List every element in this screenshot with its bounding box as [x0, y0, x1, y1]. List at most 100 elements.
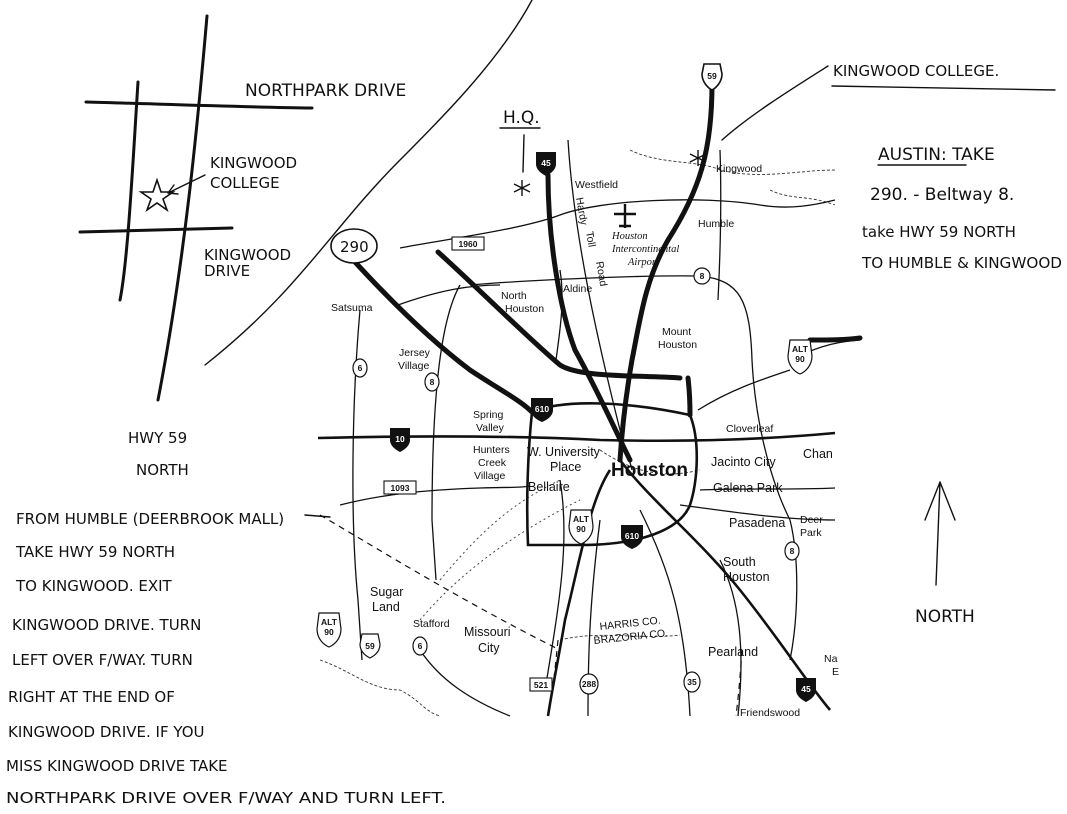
austin-directions: AUSTIN: TAKE 290. - Beltway 8. take HWY …: [861, 145, 1062, 272]
label-jacinto-city: Jacinto City: [711, 455, 776, 469]
svg-text:59: 59: [707, 71, 717, 81]
sh8-west-shield: 8: [424, 372, 440, 392]
label-satsuma: Satsuma: [331, 302, 373, 314]
label-jersey-village-1: Jersey: [399, 347, 431, 359]
railroad-dashed: [319, 514, 561, 651]
kingwood-sketch-map: NORTHPARK DRIVE KINGWOOD DRIVE KINGWOOD …: [78, 14, 406, 479]
east-highway-stub: [807, 335, 863, 343]
sketch-hwy59-line: [156, 14, 209, 402]
kingwood-college-annotation: KINGWOOD COLLEGE.: [721, 62, 1056, 141]
svg-text:59: 59: [365, 641, 375, 651]
austin-line-3: take HWY 59 NORTH: [862, 223, 1016, 241]
fm1960-road: [399, 199, 836, 249]
pasadena-road: [679, 504, 836, 521]
kingwood-asterisk-icon: [689, 150, 707, 166]
hq-label: H.Q.: [503, 108, 540, 128]
label-galena-park: Galena Park: [713, 481, 783, 495]
label-westfield: Westfield: [575, 179, 618, 191]
dotted-route-2: [439, 479, 561, 581]
label-airport-2: Intercontinental: [611, 244, 679, 255]
svg-text:8: 8: [790, 546, 795, 556]
i45-north-shield: 45: [536, 152, 556, 176]
humble-line-4: KINGWOOD DRIVE. TURN: [12, 616, 201, 634]
label-airport-3: Airport: [627, 257, 660, 268]
svg-text:610: 610: [625, 531, 639, 541]
humble-directions: FROM HUMBLE (DEERBROOK MALL) TAKE HWY 59…: [6, 510, 446, 807]
i610-south-shield: 610: [621, 525, 643, 549]
sh35-road: [639, 509, 691, 717]
i610-north-shield: 610: [531, 398, 553, 422]
label-deer-park-2: Park: [800, 527, 822, 539]
sketch-northpark-label: NORTHPARK DRIVE: [245, 81, 406, 101]
sketch-road-line: [118, 80, 140, 302]
label-w-university-1: W. University: [527, 445, 601, 459]
label-airport-1: Houston: [611, 231, 648, 242]
humble-line-7: KINGWOOD DRIVE. IF YOU: [8, 723, 205, 741]
label-w-university-2: Place: [550, 460, 581, 474]
us59-north-thin: [717, 149, 722, 301]
i10-shield: 10: [390, 428, 410, 452]
north-arrow: NORTH: [915, 481, 975, 627]
fm1093-shield: 1093: [383, 480, 417, 495]
northwest-highway: [435, 249, 683, 381]
austin-line-4: TO HUMBLE & KINGWOOD: [861, 254, 1062, 272]
svg-text:45: 45: [541, 158, 551, 168]
label-cloverleaf: Cloverleaf: [726, 423, 773, 435]
label-sugar-land-1: Sugar: [370, 585, 403, 599]
svg-text:288: 288: [582, 679, 596, 689]
humble-line-1: FROM HUMBLE (DEERBROOK MALL): [16, 510, 284, 528]
us290-circle-label: 290: [330, 228, 378, 264]
label-houston: Houston: [611, 460, 688, 481]
humble-line-5: LEFT OVER F/WAY. TURN: [12, 651, 193, 669]
label-mount-houston-1: Mount: [662, 326, 691, 338]
label-toll: Toll: [583, 230, 598, 248]
sketch-kingwood-drive-line: [78, 226, 234, 234]
hq-annotation: H.Q.: [499, 108, 541, 173]
svg-text:90: 90: [324, 627, 334, 637]
alt90-sw-road: [544, 479, 565, 691]
loop-link: [685, 375, 693, 418]
austin-line-1: AUSTIN: TAKE: [878, 145, 995, 165]
sh35-shield: 35: [683, 671, 701, 693]
alt90-south-shield: ALT 90: [568, 509, 594, 545]
sketch-kingwood-drive-label-1: KINGWOOD: [204, 246, 291, 264]
creek-east: [769, 189, 836, 206]
kingwood-college-pointer: [721, 65, 829, 141]
label-south-houston-2: Houston: [723, 570, 770, 584]
label-north-houston-1: North: [501, 290, 527, 302]
label-jersey-village-2: Village: [398, 360, 429, 372]
sh6-sw-shield: 6: [412, 636, 428, 656]
north-arrow-icon: [924, 481, 956, 586]
label-south-houston-1: South: [723, 555, 756, 569]
label-sugar-land-2: Land: [372, 600, 400, 614]
us90-east-road: [697, 369, 791, 411]
sh8-south-shield: 8: [784, 541, 800, 561]
label-deer-park-1: Deer: [800, 514, 823, 526]
label-stafford: Stafford: [413, 618, 450, 630]
label-spring-valley-1: Spring: [473, 409, 504, 421]
hq-asterisk-icon: [513, 180, 531, 196]
label-bellaire: Bellaire: [528, 480, 570, 494]
label-road: Road: [593, 260, 609, 287]
svg-text:1960: 1960: [459, 239, 478, 249]
label-na-2: E: [832, 666, 839, 678]
brazos-river: [319, 659, 441, 717]
label-friendswood: Friendswood: [740, 707, 800, 719]
humble-line-8: MISS KINGWOOD DRIVE TAKE: [6, 757, 228, 775]
svg-text:45: 45: [801, 684, 811, 694]
label-missouri-city-2: City: [478, 641, 500, 655]
humble-line-3: TO KINGWOOD. EXIT: [15, 577, 173, 595]
sh225-road: [699, 487, 836, 491]
svg-text:35: 35: [687, 677, 697, 687]
us59-north-highway: [617, 81, 715, 463]
kingwood-college-label: KINGWOOD COLLEGE.: [833, 62, 999, 80]
svg-text:10: 10: [395, 434, 405, 444]
svg-text:521: 521: [534, 680, 548, 690]
label-pearland: Pearland: [708, 645, 758, 659]
svg-text:8: 8: [700, 271, 705, 281]
hand-drawn-diagonal-line: [204, 0, 533, 366]
svg-text:90: 90: [795, 354, 805, 364]
svg-text:6: 6: [418, 641, 423, 651]
county-line: [559, 634, 681, 641]
